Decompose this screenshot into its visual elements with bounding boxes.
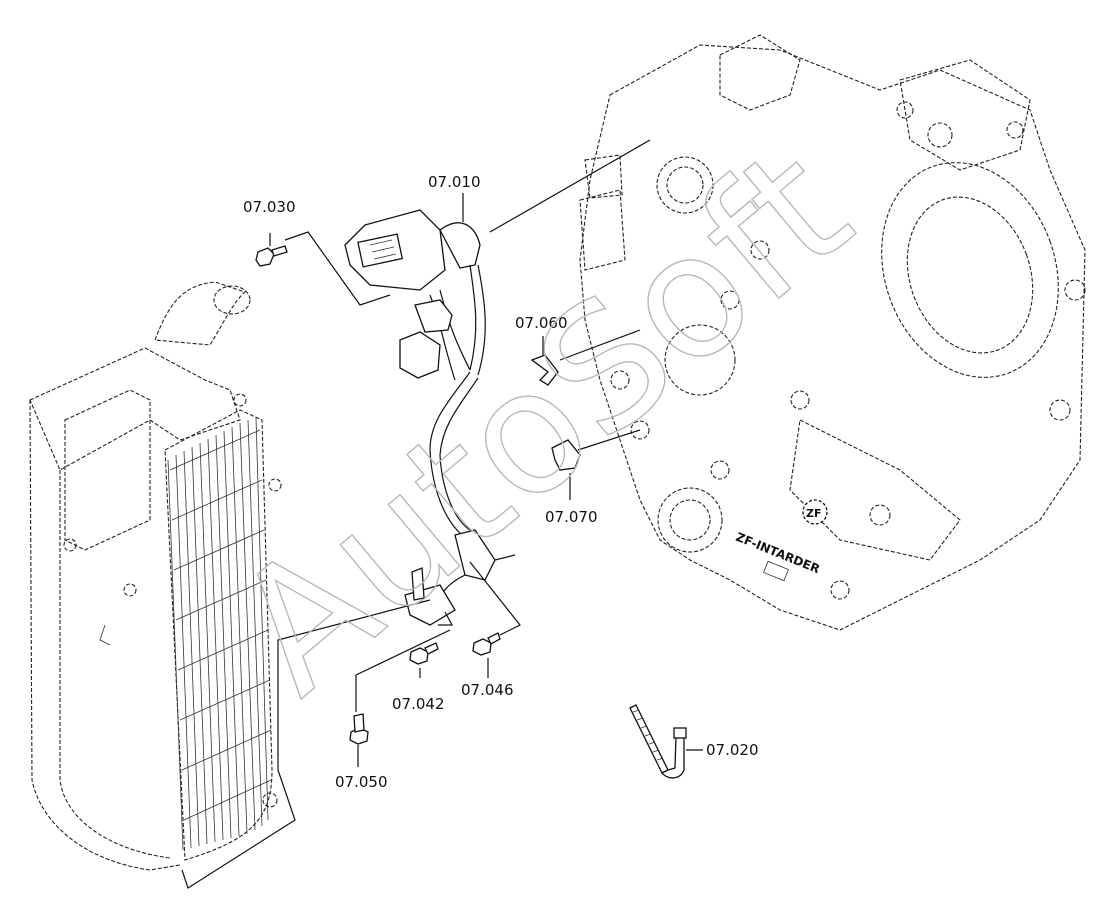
cable-tie-07020 <box>629 704 687 779</box>
label-07042: 07.042 <box>392 695 445 713</box>
leader-lines <box>181 139 703 889</box>
clip-07070 <box>551 439 581 471</box>
label-07020: 07.020 <box>706 741 759 759</box>
label-07050: 07.050 <box>335 773 388 791</box>
clip-07060 <box>530 354 559 386</box>
label-07046: 07.046 <box>461 681 514 699</box>
watermark: AutoSoft <box>199 110 886 731</box>
label-07060: 07.060 <box>515 314 568 332</box>
oil-cooler <box>29 281 282 871</box>
bolt-07030 <box>255 245 288 267</box>
label-07070: 07.070 <box>545 508 598 526</box>
bolt-07042 <box>409 642 439 665</box>
housing-brand-text: ZF-INTARDER <box>734 530 822 576</box>
wiring-harness <box>344 209 516 626</box>
bolt-07050 <box>349 713 369 745</box>
svg-text:ZF: ZF <box>806 507 822 520</box>
label-07010: 07.010 <box>428 173 481 191</box>
bolt-07046 <box>472 632 501 656</box>
label-07030: 07.030 <box>243 198 296 216</box>
